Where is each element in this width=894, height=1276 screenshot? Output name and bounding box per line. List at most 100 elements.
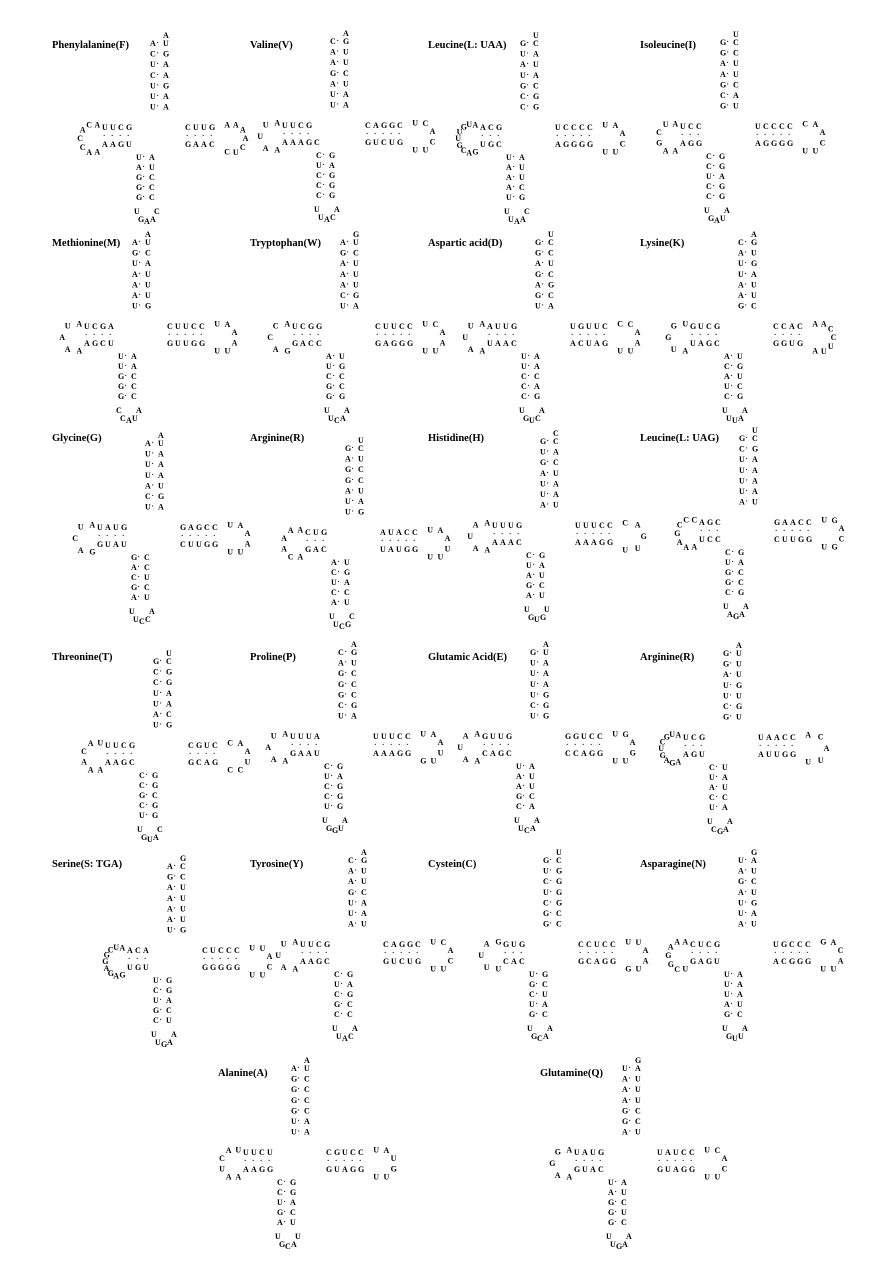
- t-loop-nucleotide: G: [420, 757, 426, 766]
- acceptor-nucleotide-3p: A: [343, 90, 349, 99]
- d-arm-nucleotide: G: [699, 733, 705, 742]
- base-pair-bond: ·: [788, 131, 790, 139]
- base-pair-bond: ·: [746, 466, 748, 474]
- d-loop-nucleotide: U: [468, 321, 474, 330]
- base-pair-bond: ·: [537, 659, 539, 667]
- anticodon-loop-nucleotide: G: [523, 414, 529, 423]
- anticodon-loop-nucleotide: A: [723, 825, 729, 834]
- anticodon-stem-nucleotide-3p: U: [344, 598, 350, 607]
- anticodon-stem-nucleotide-5p: C: [516, 802, 522, 811]
- anticodon-stem-nucleotide-5p: C: [139, 801, 145, 810]
- base-pair-bond: ·: [306, 537, 308, 545]
- d-arm-nucleotide: C: [706, 322, 712, 331]
- anticodon-stem-nucleotide-3p: G: [534, 392, 540, 401]
- acceptor-nucleotide-3p: U: [361, 920, 367, 929]
- t-loop-nucleotide: U: [412, 119, 418, 128]
- d-loop-nucleotide: U: [495, 965, 501, 974]
- base-pair-bond: ·: [682, 1157, 684, 1165]
- base-pair-bond: ·: [523, 772, 525, 780]
- acceptor-nucleotide-5p: C: [338, 701, 344, 710]
- t-loop-nucleotide: U: [704, 1173, 710, 1182]
- anticodon-loop-nucleotide: A: [352, 1024, 358, 1033]
- base-pair-bond: ·: [716, 527, 718, 535]
- base-pair-bond: ·: [337, 90, 339, 98]
- base-pair-bond: ·: [681, 131, 683, 139]
- base-pair-bond: ·: [210, 132, 212, 140]
- t-arm-nucleotide: A: [193, 140, 199, 149]
- acceptor-nucleotide-3p: A: [751, 270, 757, 279]
- d-loop-nucleotide: C: [660, 738, 666, 747]
- t-arm-nucleotide: C: [589, 732, 595, 741]
- base-pair-bond: ·: [139, 249, 141, 257]
- acceptor-nucleotide-3p: C: [358, 476, 364, 485]
- anticodon-stem-nucleotide-3p: C: [534, 372, 540, 381]
- d-arm-nucleotide: U: [105, 540, 111, 549]
- base-pair-bond: ·: [213, 532, 215, 540]
- acceptor-nucleotide-5p: U: [145, 503, 151, 512]
- t-arm-nucleotide: G: [383, 957, 389, 966]
- t-arm-nucleotide: G: [202, 963, 208, 972]
- d-loop-nucleotide: A: [682, 347, 688, 356]
- acceptor-nucleotide-3p: G: [543, 712, 549, 721]
- t-arm-nucleotide: C: [397, 732, 403, 741]
- d-arm-nucleotide: G: [496, 123, 502, 132]
- base-pair-bond: ·: [745, 898, 747, 906]
- acceptor-nucleotide-3p: U: [351, 659, 357, 668]
- t-loop-nucleotide: C: [224, 148, 230, 157]
- t-arm-nucleotide: G: [185, 140, 191, 149]
- d-arm-nucleotide: U: [480, 140, 486, 149]
- d-arm-nucleotide: G: [126, 123, 132, 132]
- base-pair-bond: ·: [146, 801, 148, 809]
- t-arm-nucleotide: G: [798, 535, 804, 544]
- acceptor-nucleotide-5p: G: [723, 713, 729, 722]
- anticodon-stem-nucleotide-5p: U: [316, 161, 322, 170]
- acceptor-nucleotide-3p: G: [358, 508, 364, 517]
- t-arm-nucleotide: C: [578, 940, 584, 949]
- d-loop-nucleotide: A: [466, 149, 472, 158]
- acceptor-nucleotide-3p: C: [180, 862, 186, 871]
- anticodon-stem-nucleotide-5p: A: [724, 372, 730, 381]
- anticodon-loop-nucleotide: A: [742, 1024, 748, 1033]
- t-arm-nucleotide: A: [575, 538, 581, 547]
- t-loop-nucleotide: U: [821, 516, 827, 525]
- t-arm-nucleotide: A: [204, 758, 210, 767]
- t-loop-nucleotide: A: [245, 540, 251, 549]
- t-arm-nucleotide: G: [781, 339, 787, 348]
- t-arm-nucleotide: A: [389, 749, 395, 758]
- base-pair-bond: ·: [587, 331, 589, 339]
- d-loop-nucleotide: C: [288, 552, 294, 561]
- base-pair-bond: ·: [138, 593, 140, 601]
- base-pair-bond: ·: [355, 909, 357, 917]
- d-arm-nucleotide: G: [714, 940, 720, 949]
- anticodon-stem-nucleotide-3p: U: [144, 593, 150, 602]
- anticodon-loop-nucleotide: U: [707, 817, 713, 826]
- anticodon-loop-nucleotide: A: [344, 406, 350, 415]
- base-pair-bond: ·: [745, 291, 747, 299]
- t-arm-nucleotide: A: [570, 339, 576, 348]
- t-loop-nucleotide: U: [249, 971, 255, 980]
- d-loop-nucleotide: A: [59, 333, 65, 342]
- base-pair-bond: ·: [629, 1128, 631, 1136]
- base-pair-bond: ·: [699, 949, 701, 957]
- t-loop-nucleotide: A: [838, 957, 844, 966]
- anticodon-stem-nucleotide-3p: U: [339, 352, 345, 361]
- base-pair-bond: ·: [136, 955, 138, 963]
- anticodon-stem-nucleotide-3p: C: [347, 1010, 353, 1019]
- d-loop-nucleotide: A: [104, 964, 110, 973]
- d-loop-nucleotide: A: [674, 937, 680, 946]
- base-pair-bond: ·: [139, 302, 141, 310]
- t-loop-nucleotide: U: [423, 145, 429, 154]
- t-arm-nucleotide: U: [407, 957, 413, 966]
- acceptor-nucleotide-3p: U: [158, 481, 164, 490]
- acceptor-nucleotide-5p: U: [340, 302, 346, 311]
- t-arm-nucleotide: G: [212, 758, 218, 767]
- base-pair-bond: ·: [345, 659, 347, 667]
- acceptor-nucleotide-3p: A: [543, 680, 549, 689]
- base-pair-bond: ·: [352, 465, 354, 473]
- t-loop-nucleotide: A: [635, 339, 641, 348]
- t-arm-nucleotide: U: [188, 540, 194, 549]
- acceptor-nucleotide-3p: C: [304, 1075, 310, 1084]
- acceptor-nucleotide-5p: A: [540, 501, 546, 510]
- d-loop-nucleotide: A: [677, 538, 683, 547]
